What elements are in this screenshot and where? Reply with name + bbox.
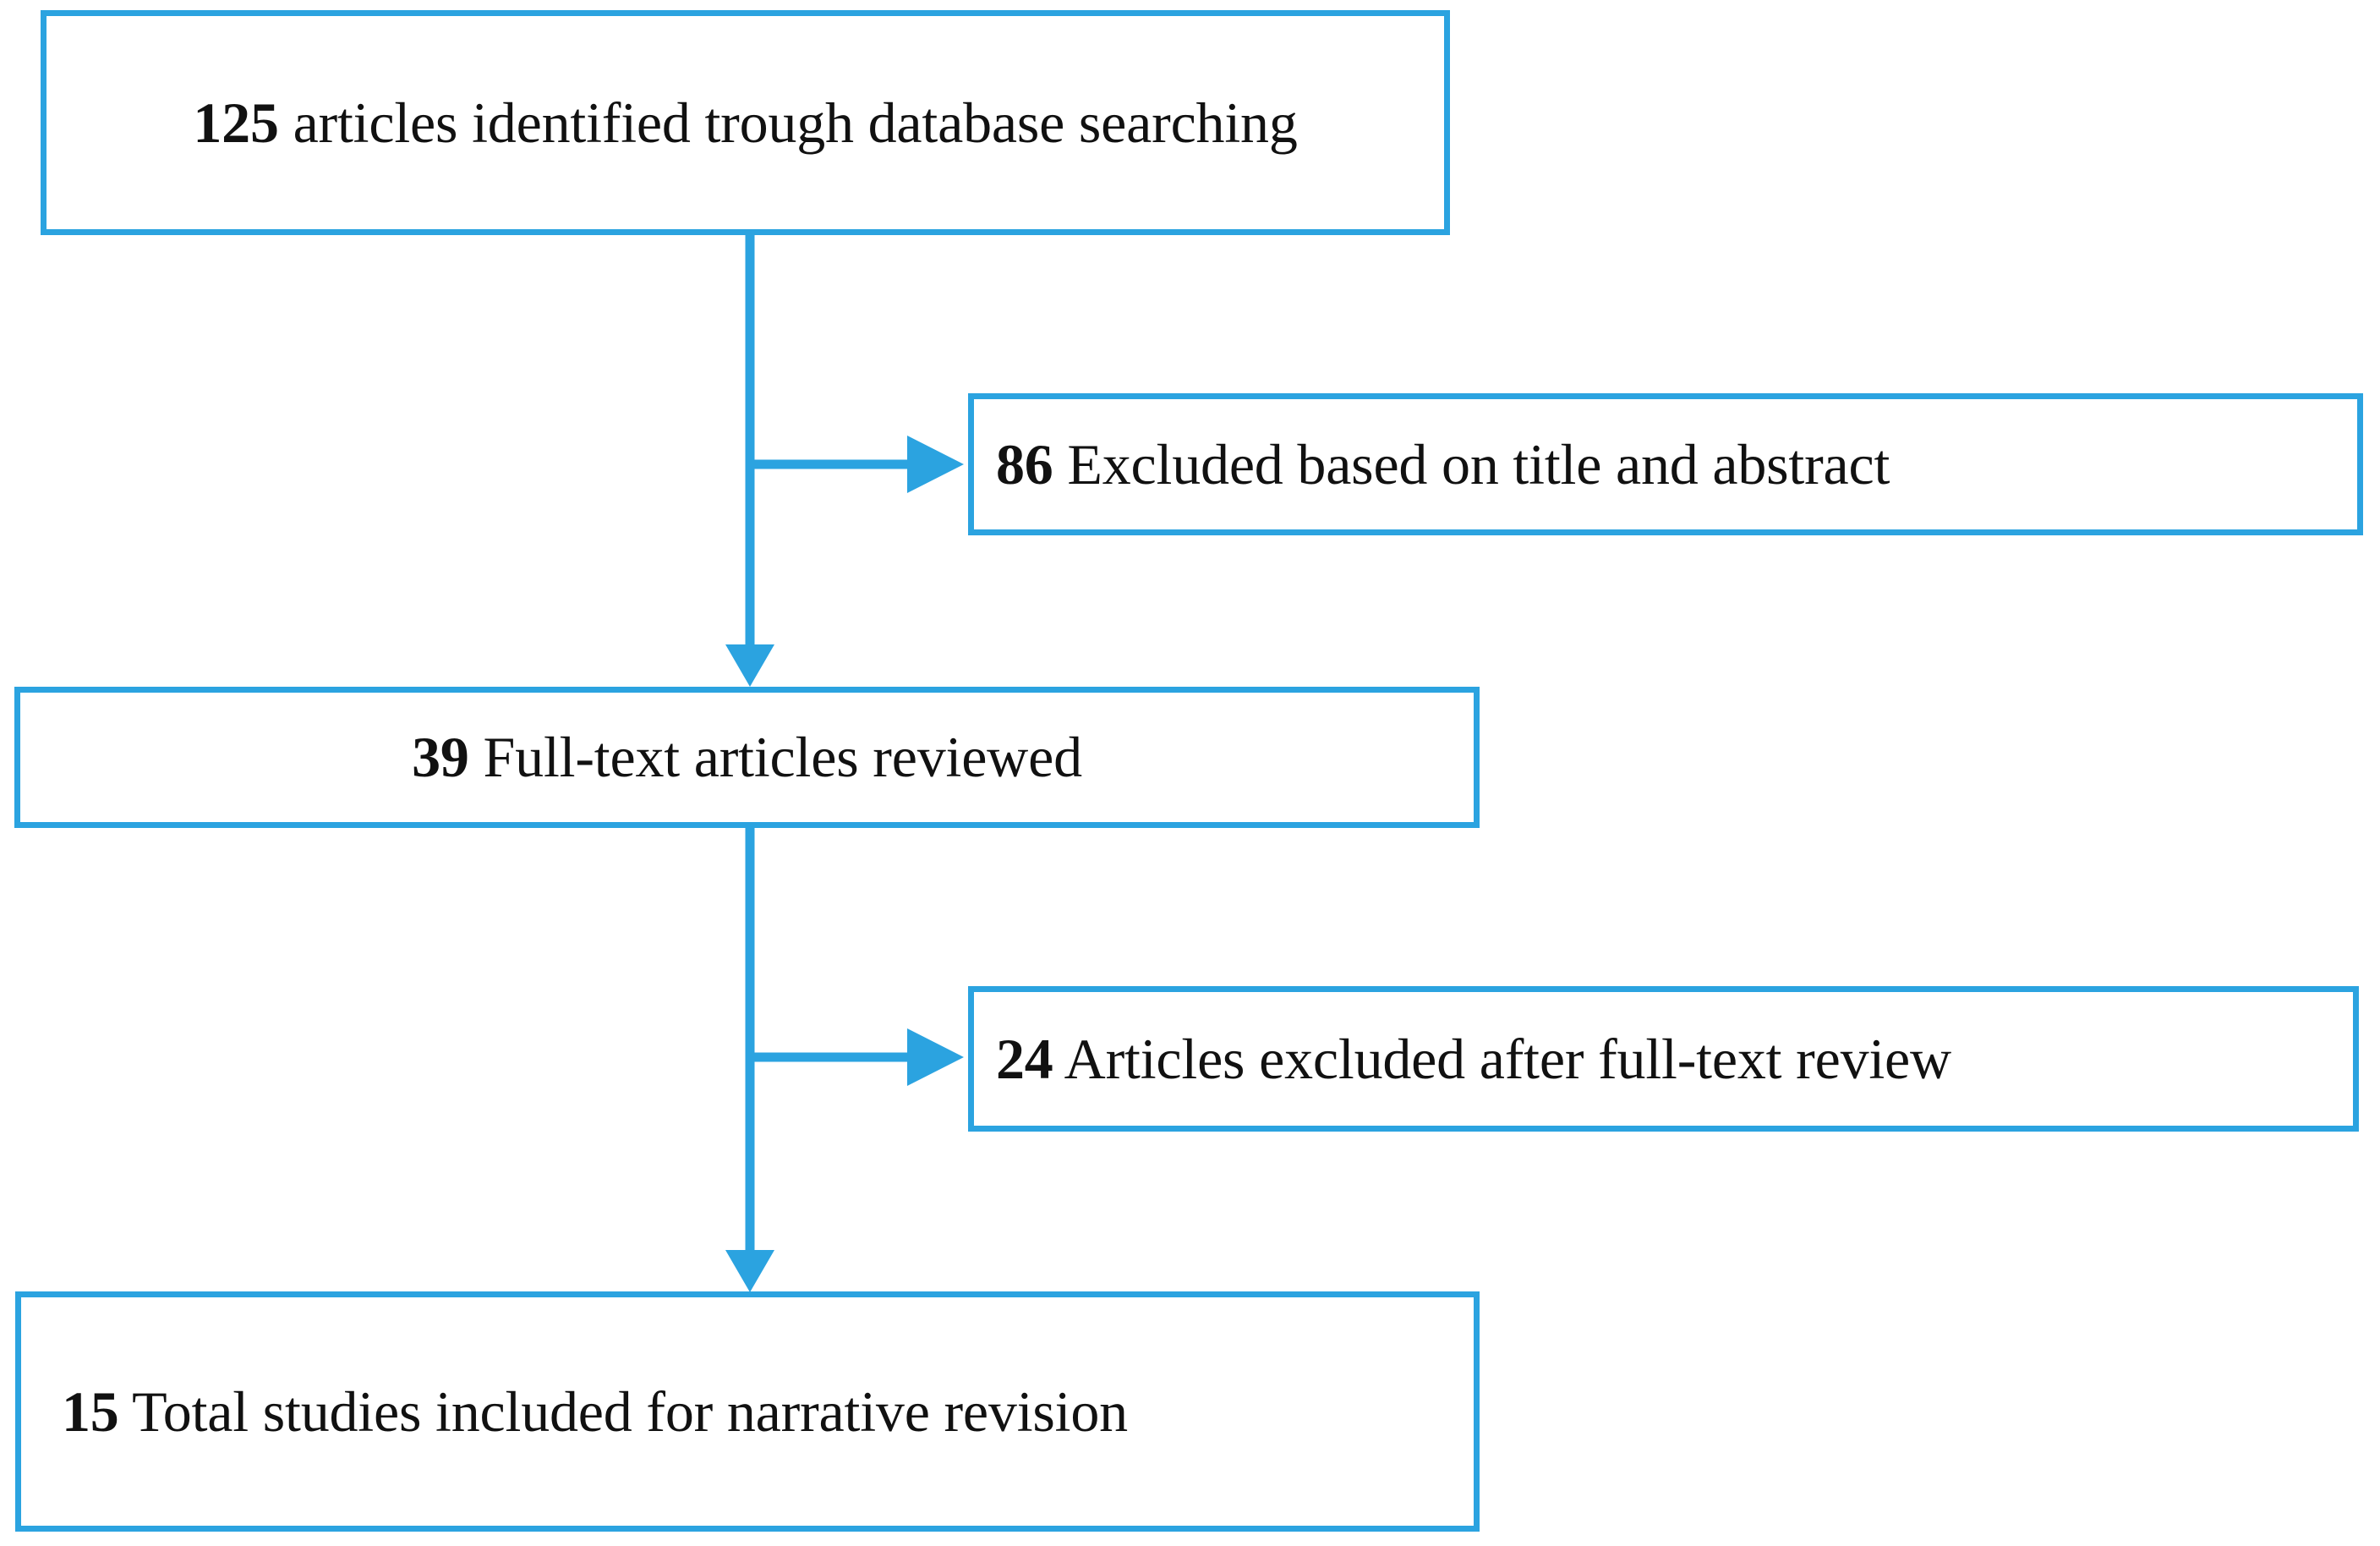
node-count: 86 [996,431,1053,496]
node-excluded-title-abstract[interactable]: 86 Excluded based on title and abstract [968,393,2363,535]
node-excluded-after-fulltext[interactable]: 24 Articles excluded after full-text rev… [968,986,2359,1132]
edge-identified-to-fulltext [725,235,774,687]
node-count: 125 [193,90,279,155]
node-count: 39 [412,725,469,790]
node-count: 24 [996,1026,1053,1091]
node-fulltext-reviewed[interactable]: 39 Full-text articles reviewed [14,687,1480,828]
node-fulltext-reviewed-text: 39 Full-text articles reviewed [412,725,1082,790]
node-count: 15 [62,1379,119,1444]
node-studies-included-text: 15 Total studies included for narrative … [62,1379,1128,1444]
edge-identified-to-excluded-title [750,436,964,493]
node-articles-identified-text: 125 articles identified trough database … [193,90,1298,155]
node-excluded-title-abstract-text: 86 Excluded based on title and abstract [996,431,1890,496]
node-studies-included[interactable]: 15 Total studies included for narrative … [15,1291,1480,1532]
edge-fulltext-to-included [725,828,774,1292]
node-articles-identified[interactable]: 125 articles identified trough database … [41,10,1450,235]
edge-fulltext-to-excluded-fulltext [750,1028,964,1086]
node-excluded-after-fulltext-text: 24 Articles excluded after full-text rev… [996,1026,1951,1091]
